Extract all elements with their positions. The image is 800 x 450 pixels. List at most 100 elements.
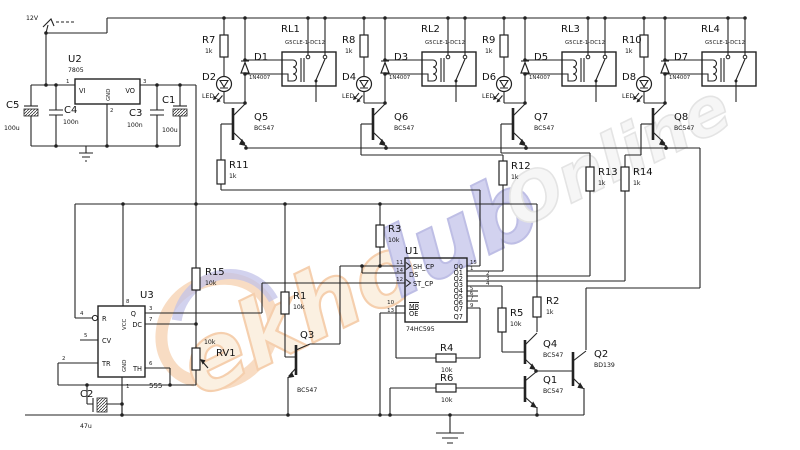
driver-transistor: Q6 BC547 xyxy=(361,103,414,150)
relay-part: G5CLE-1-DC12 xyxy=(285,40,325,46)
r3-ref: R3 xyxy=(388,224,401,235)
resistor-value: 1k xyxy=(625,48,633,55)
relay-part: G5CLE-1-DC12 xyxy=(425,40,465,46)
u1-pin-oe: OE xyxy=(409,310,418,318)
capacitor-c2: C2 47u xyxy=(80,385,122,430)
r5-ref: R5 xyxy=(510,308,523,319)
u1-num-7: 7 xyxy=(470,296,473,302)
driver-transistor: Q5 BC547 xyxy=(221,103,274,150)
resistor-ref: R8 xyxy=(342,35,355,46)
led-indicator: D8 LED xyxy=(622,57,653,103)
transistor-ref: Q5 xyxy=(254,112,268,123)
transistor-part: BC547 xyxy=(254,125,274,132)
r11-ref: R11 xyxy=(229,160,249,171)
series-resistor: R9 1k xyxy=(482,18,509,58)
u1-pin-q3: Q3 xyxy=(454,281,463,289)
relay: RL4 G5CLE-1-DC12 xyxy=(665,18,757,102)
capacitor-c4: C4 100n xyxy=(49,85,79,146)
capacitor-c5: C5 100u xyxy=(4,85,39,146)
u3-pin-cv: CV xyxy=(102,337,112,345)
regulator-u2: U2 7805 VI VO GND 1 3 2 xyxy=(66,54,146,114)
u2-pin-vi: VI xyxy=(79,87,86,95)
diode-part: 1N4007 xyxy=(249,75,270,81)
transistor-part: BC547 xyxy=(394,125,414,132)
resistor-ref: R7 xyxy=(202,35,215,46)
transistor-q4: Q4 BC547 xyxy=(523,332,563,370)
u1-pin-stcp: ST_CP xyxy=(413,280,433,288)
base-resistor-r13: R13 1k xyxy=(500,124,618,276)
r13-value: 1k xyxy=(598,180,606,187)
u1-pin-q4: Q4 xyxy=(454,287,463,295)
base-resistor-r12: R12 1k xyxy=(360,124,531,271)
r6-value: 10k xyxy=(441,397,453,404)
u3-num-4: 4 xyxy=(80,311,84,317)
resistor-r6: R6 10k xyxy=(389,373,525,415)
resistor-ref: R10 xyxy=(622,35,642,46)
relay: RL1 G5CLE-1-DC12 xyxy=(245,18,337,102)
u1-num-6: 6 xyxy=(470,291,474,297)
u1-num-15: 15 xyxy=(470,260,477,266)
q2-ref: Q2 xyxy=(594,349,608,360)
u2-pin-vo: VO xyxy=(125,87,135,95)
led-ref: D4 xyxy=(342,72,356,83)
logic-supply-rail xyxy=(74,85,538,318)
watermark-swirl-blue xyxy=(171,269,278,322)
u1-ref: U1 xyxy=(405,246,419,257)
r1-ref: R1 xyxy=(293,291,306,302)
r14-ref: R14 xyxy=(633,167,653,178)
transistor-ref: Q6 xyxy=(394,112,408,123)
power-supply-section: 12V U2 7805 VI VO GND 1 3 2 C5 100u xyxy=(4,15,196,162)
c3-ref: C3 xyxy=(129,108,142,119)
relay-ref: RL1 xyxy=(281,24,300,35)
capacitor-c1: C1 100u xyxy=(162,85,188,146)
led-label: LED xyxy=(202,93,214,100)
u1-num-11: 11 xyxy=(396,260,403,266)
ground-symbol-main xyxy=(436,415,464,444)
r14-value: 1k xyxy=(633,180,641,187)
transistor-ref: Q7 xyxy=(534,112,548,123)
c4-ref: C4 xyxy=(64,105,77,116)
r2-ref: R2 xyxy=(546,296,559,307)
diode-part: 1N4007 xyxy=(529,75,550,81)
u1-pin-mr: MR xyxy=(409,303,420,311)
u2-pin-gnd: GND xyxy=(106,89,112,101)
u3-num-2: 2 xyxy=(62,356,65,362)
relay-channel-1: R8 1k D4 LED D3 1N4007 RL2 G5CLE-1-DC12 xyxy=(342,16,477,150)
potentiometer-rv1: RV1 10k xyxy=(191,324,236,385)
u2-part: 7805 xyxy=(68,67,84,74)
u1-pin-shcp: SH_CP xyxy=(413,263,434,271)
transistor-ref: Q8 xyxy=(674,112,688,123)
c1-value: 100u xyxy=(162,127,178,134)
base-resistor-r14: R14 1k xyxy=(620,124,653,281)
c3-value: 100n xyxy=(127,122,143,129)
u1-num-1: 1 xyxy=(470,266,473,272)
u3-num-5: 5 xyxy=(84,333,87,339)
u1-num-14: 14 xyxy=(396,268,403,274)
q2-part: BD139 xyxy=(594,362,615,369)
diode-part: 1N4007 xyxy=(669,75,690,81)
r4-ref: R4 xyxy=(440,343,453,354)
u1-pin-q2: Q2 xyxy=(454,275,463,283)
u1-pin-q6: Q6 xyxy=(454,299,463,307)
diode-part: 1N4007 xyxy=(389,75,410,81)
q4-part: BC547 xyxy=(543,352,563,359)
u1-part: 74HC595 xyxy=(406,326,435,333)
q1-part: BC547 xyxy=(543,388,563,395)
u1-num-13: 13 xyxy=(387,308,394,314)
transistor-part: BC547 xyxy=(534,125,554,132)
r11-value: 1k xyxy=(229,173,237,180)
relay-channel-3: R10 1k D8 LED D7 1N4007 RL4 G5CLE-1-DC12 xyxy=(622,16,757,150)
q3-ref: Q3 xyxy=(300,330,314,341)
rv1-value: 10k xyxy=(204,339,216,346)
resistor-r2: R2 1k xyxy=(532,296,559,332)
u2-pin-num-3: 3 xyxy=(143,79,146,85)
relay-part: G5CLE-1-DC12 xyxy=(565,40,605,46)
led-label: LED xyxy=(482,93,494,100)
relay: RL3 G5CLE-1-DC12 xyxy=(525,18,617,102)
r15-ref: R15 xyxy=(205,267,225,278)
u1-pin-q7s: Q7 xyxy=(454,313,463,321)
r15-value: 10k xyxy=(205,280,217,287)
diode-ref: D7 xyxy=(674,52,688,63)
